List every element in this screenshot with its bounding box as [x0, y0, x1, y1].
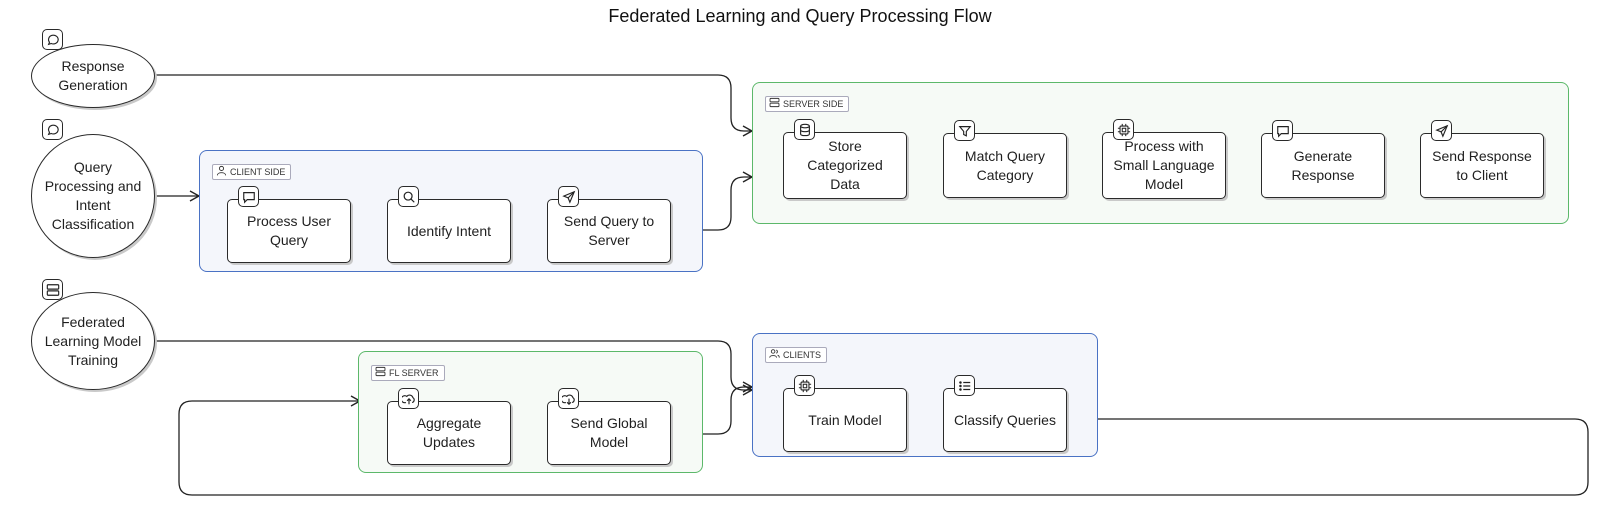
lane-response-generation: Response Generation: [31, 44, 155, 108]
node-label: Classify Queries: [954, 411, 1056, 428]
node-label: Process User Query: [246, 213, 332, 248]
edge-classify-feedback-to-fl-server: [178, 395, 1589, 496]
node-train-model: Train Model: [783, 388, 907, 452]
group-label-client-side: CLIENT SIDE: [212, 164, 292, 180]
database-icon: [794, 119, 815, 140]
node-process-slm: Process with Small Language Model: [1102, 132, 1226, 199]
group-label-text: SERVER SIDE: [783, 99, 844, 109]
cpu-icon: [794, 375, 815, 396]
node-store-categorized-data: Store Categorized Data: [783, 132, 907, 199]
send-icon: [1431, 120, 1452, 141]
node-label: Identify Intent: [406, 222, 492, 239]
node-label: Send Global Model: [570, 415, 648, 450]
lane-label: Response Generation: [58, 58, 128, 93]
node-match-query-category: Match Query Category: [943, 133, 1067, 198]
user-icon: [216, 165, 227, 180]
lane-federated-learning: Federated Learning Model Training: [31, 292, 155, 390]
group-label-clients: CLIENTS: [765, 347, 828, 363]
server-icon: [375, 366, 386, 381]
upload-icon: [398, 388, 419, 409]
message-icon: [238, 186, 259, 207]
group-label-fl-server: FL SERVER: [371, 365, 445, 381]
message-icon: [42, 119, 63, 140]
edge-response-generation-to-server-side: [155, 74, 754, 137]
node-classify-queries: Classify Queries: [943, 388, 1067, 452]
filter-icon: [954, 120, 975, 141]
node-label: Store Categorized Data: [807, 138, 883, 192]
group-label-text: FL SERVER: [389, 368, 439, 378]
lane-query-processing: Query Processing and Intent Classificati…: [31, 134, 155, 258]
edge-send-query-to-server-side: [671, 171, 754, 231]
search-icon: [398, 186, 419, 207]
message-icon: [1272, 120, 1293, 141]
server-icon: [42, 279, 63, 300]
node-label: Train Model: [808, 411, 882, 428]
node-send-global-model: Send Global Model: [547, 401, 671, 465]
node-send-response-to-client: Send Response to Client: [1420, 133, 1544, 198]
node-send-query-to-server: Send Query to Server: [547, 199, 671, 263]
diagram-title: Federated Learning and Query Processing …: [608, 6, 992, 26]
node-aggregate-updates: Aggregate Updates: [387, 401, 511, 465]
node-label: Generate Response: [1291, 147, 1355, 183]
node-process-user-query: Process User Query: [227, 199, 351, 263]
download-icon: [558, 388, 579, 409]
node-label: Send Query to Server: [563, 213, 655, 248]
message-icon: [42, 29, 63, 50]
server-icon: [769, 97, 780, 112]
node-label: Process with Small Language Model: [1113, 138, 1215, 192]
node-identify-intent: Identify Intent: [387, 199, 511, 263]
cpu-icon: [1113, 119, 1134, 140]
node-generate-response: Generate Response: [1261, 133, 1385, 198]
users-icon: [769, 348, 780, 363]
group-label-server-side: SERVER SIDE: [765, 96, 850, 112]
group-label-text: CLIENT SIDE: [230, 167, 286, 177]
send-icon: [558, 186, 579, 207]
node-label: Send Response to Client: [1432, 147, 1532, 183]
edge-federated-learning-to-clients: [155, 340, 754, 396]
node-label: Aggregate Updates: [416, 415, 482, 450]
node-label: Match Query Category: [964, 147, 1046, 183]
lane-label: Federated Learning Model Training: [44, 313, 142, 368]
list-icon: [954, 375, 975, 396]
edge-send-global-to-clients: [671, 381, 754, 435]
lane-label: Query Processing and Intent Classificati…: [44, 159, 142, 232]
group-label-text: CLIENTS: [783, 350, 822, 360]
